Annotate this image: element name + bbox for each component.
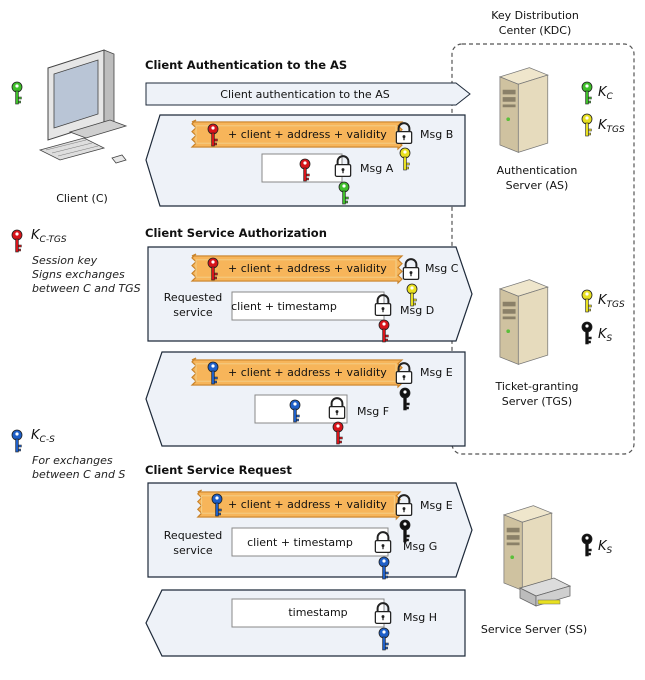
msg-d-label: Msg D <box>400 304 434 317</box>
service-server-icon <box>503 505 553 591</box>
msg-e1-ticket-text: + client + address + validity <box>228 366 387 379</box>
tgs-ks-key-icon <box>581 321 593 345</box>
requested-service-1-line2: service <box>173 306 213 319</box>
msg-b-label: Msg B <box>420 128 453 141</box>
msg-g-text: client + timestamp <box>247 536 353 549</box>
as-label-line1: Authentication <box>497 164 578 177</box>
tgs-label-line2: Server (TGS) <box>502 395 572 408</box>
as-ktgs-label: KTGS <box>598 118 625 135</box>
ss-label: Service Server (SS) <box>481 623 587 636</box>
msg-e2-label: Msg E <box>420 499 453 512</box>
client-computer-icon <box>38 49 128 164</box>
kdc-title-line1: Key Distribution <box>491 9 579 22</box>
msg-f-label: Msg F <box>357 405 389 418</box>
msg-g-label: Msg G <box>403 540 437 553</box>
msg-d-text: client + timestamp <box>231 300 337 313</box>
requested-service-2-line1: Requested <box>164 529 222 542</box>
printer-icon <box>518 577 572 607</box>
section-request-title: Client Service Request <box>145 463 292 477</box>
msg-e1-label: Msg E <box>420 366 453 379</box>
box-msg-a <box>261 153 343 183</box>
as-ktgs-key-icon <box>581 113 593 137</box>
kcs-key-icon <box>11 429 23 453</box>
msg-c-ticket-text: + client + address + validity <box>228 262 387 275</box>
authentication-server-icon <box>499 67 549 153</box>
kctgs-key-label: KC-TGS <box>31 228 67 245</box>
kc-key-icon <box>11 81 23 105</box>
kctgs-note-line2: Signs exchanges <box>32 268 125 281</box>
msg-e2-ticket-text: + client + address + validity <box>228 498 387 511</box>
msg-b-ticket-text: + client + address + validity <box>228 128 387 141</box>
kcs-note-line1: For exchanges <box>32 454 113 467</box>
box-msg-h <box>231 598 385 628</box>
kctgs-note-line1: Session key <box>32 254 98 267</box>
as-kc-key-icon <box>581 81 593 105</box>
kctgs-key-icon <box>11 229 23 253</box>
client-label: Client (C) <box>56 192 108 205</box>
arrow-client-authentication-label: Client authentication to the AS <box>220 88 389 101</box>
requested-service-2-line2: service <box>173 544 213 557</box>
kcs-key-label: KC-S <box>31 428 55 445</box>
msg-h-text: timestamp <box>288 606 347 619</box>
section-authz-title: Client Service Authorization <box>145 226 327 240</box>
requested-service-1-line1: Requested <box>164 291 222 304</box>
msg-c-label: Msg C <box>425 262 459 275</box>
arrow-client-authentication <box>145 82 471 106</box>
ticket-granting-server-icon <box>499 279 549 365</box>
kctgs-note-line3: between C and TGS <box>32 282 141 295</box>
tgs-ktgs-label: KTGS <box>598 293 625 310</box>
kcs-note-line2: between C and S <box>32 468 125 481</box>
ss-ks-label: KS <box>598 539 613 556</box>
box-msg-g <box>231 527 389 557</box>
tgs-ktgs-key-icon <box>581 289 593 313</box>
ss-ks-key-icon <box>581 533 593 557</box>
section-auth-title: Client Authentication to the AS <box>145 58 347 72</box>
as-kc-label: KC <box>598 85 614 102</box>
msg-h-label: Msg H <box>403 611 437 624</box>
tgs-label-line1: Ticket-granting <box>494 380 578 393</box>
kdc-title-line2: Center (KDC) <box>499 24 571 37</box>
box-msg-d <box>231 291 385 321</box>
as-label-line2: Server (AS) <box>506 179 569 192</box>
msg-a-label: Msg A <box>360 162 394 175</box>
tgs-ks-label: KS <box>598 327 613 344</box>
